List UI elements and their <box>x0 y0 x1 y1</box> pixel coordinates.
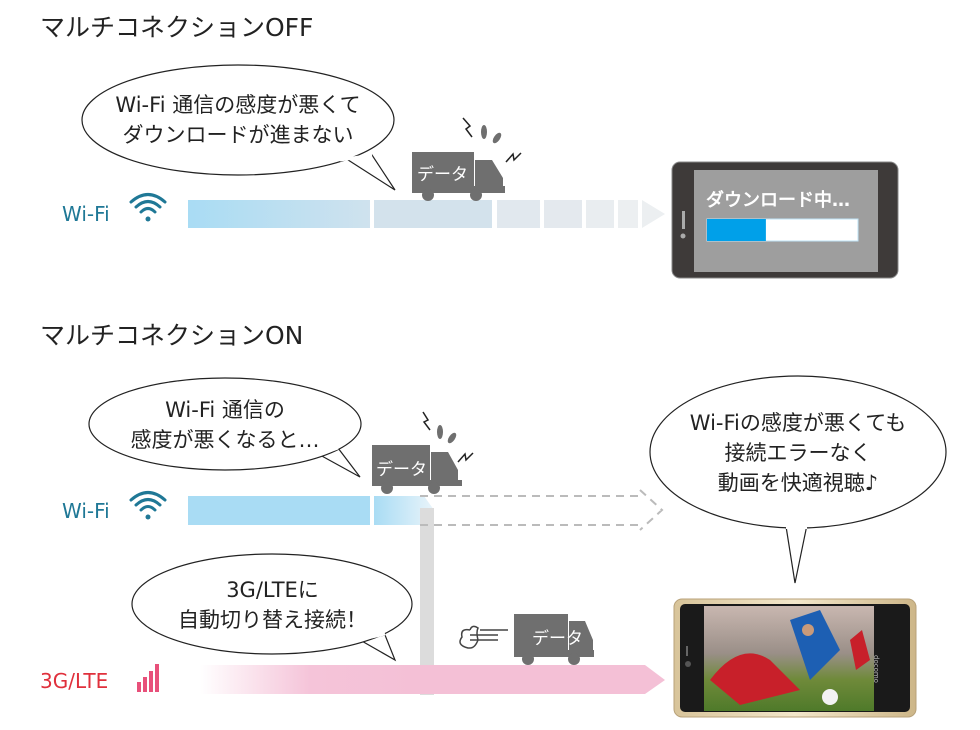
bubble-line: Wi-Fi 通信の <box>165 398 285 422</box>
signal-bars-icon <box>137 664 159 692</box>
lte-bar <box>200 665 665 694</box>
off-speech-bubble <box>81 64 396 191</box>
bubble-line: 接続エラーなく <box>724 441 872 465</box>
on-smartphone <box>673 598 917 718</box>
result-speech-bubble <box>649 375 947 584</box>
bubble-line: 動画を快適視聴♪ <box>717 471 879 495</box>
bubble-line: 自動切り替え接続！ <box>178 608 367 632</box>
result-bubble-text: Wi-Fiの感度が悪くても 接続エラーなく 動画を快適視聴♪ <box>655 408 941 498</box>
bubble-line: 3G/LTEに <box>226 578 319 602</box>
truck-label: データ <box>532 629 583 649</box>
bubble-line: 感度が悪くなると… <box>130 428 320 452</box>
truck-icon <box>372 411 474 494</box>
download-progress-fill <box>707 219 766 241</box>
section-title-on: マルチコネクションON <box>40 321 304 350</box>
lte-label: 3G/LTE <box>40 669 109 693</box>
truck-icon <box>412 117 522 201</box>
download-status-text: ダウンロード中… <box>706 190 850 211</box>
wifi-icon <box>129 193 167 222</box>
lte-bubble-text: 3G/LTEに 自動切り替え接続！ <box>140 575 405 635</box>
on-wifi-speech-bubble <box>88 377 362 478</box>
speeding-truck-icon <box>459 614 594 665</box>
bubble-line: Wi-Fiの感度が悪くても <box>689 411 907 435</box>
on-wifi-bubble-text: Wi-Fi 通信の 感度が悪くなると… <box>95 395 355 455</box>
phone-brand-logo: docomo <box>872 655 880 683</box>
wifi-label: Wi-Fi <box>62 499 110 523</box>
off-wifi-bar <box>188 200 665 228</box>
lte-speech-bubble <box>131 553 413 662</box>
off-smartphone <box>671 161 899 279</box>
truck-label: データ <box>376 460 427 480</box>
on-wifi-bar <box>188 489 664 695</box>
section-title-off: マルチコネクションOFF <box>40 13 314 42</box>
off-bubble-text: Wi-Fi 通信の感度が悪くて ダウンロードが進まない <box>88 90 388 150</box>
wifi-label: Wi-Fi <box>62 202 110 226</box>
bubble-line: Wi-Fi 通信の感度が悪くて <box>115 93 361 117</box>
wifi-icon <box>129 491 167 520</box>
bubble-line: ダウンロードが進まない <box>122 123 354 147</box>
truck-label: データ <box>417 165 468 185</box>
